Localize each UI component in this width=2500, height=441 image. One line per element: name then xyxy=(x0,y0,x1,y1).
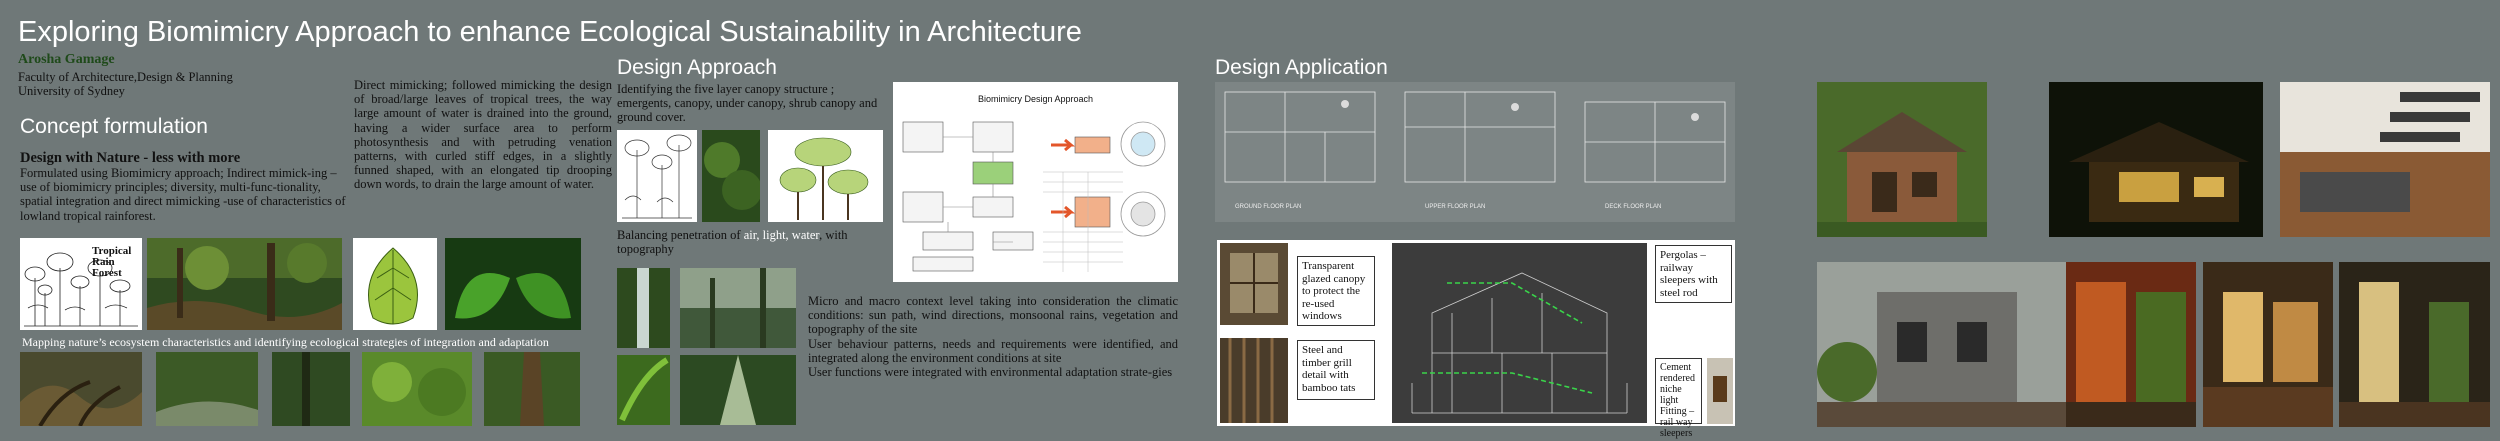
concept-heading: Concept formulation xyxy=(20,115,208,138)
affiliation-university: University of Sydney xyxy=(18,84,125,98)
note-canopy: Transparent glazed canopy to protect the… xyxy=(1297,256,1375,326)
niche-photo xyxy=(1707,358,1733,424)
biomimicry-approach-diagram: Biomimicry Design Approach xyxy=(893,82,1178,282)
approach-body: Identifying the five layer canopy struct… xyxy=(617,82,878,125)
canopy-photo xyxy=(362,352,472,426)
misty-forest-photo xyxy=(680,268,796,348)
plan-label-deck: DECK FLOOR PLAN xyxy=(1605,204,1662,210)
affiliation-faculty: Faculty of Architecture,Design & Plannin… xyxy=(18,70,233,84)
courtyard-photo xyxy=(2066,262,2196,427)
house-night-photo xyxy=(2049,82,2263,237)
section-detail-panel: Transparent glazed canopy to protect the… xyxy=(1217,240,1735,439)
section-drawing xyxy=(1392,243,1647,423)
micro-macro-text: Micro and macro context level taking int… xyxy=(808,294,1178,337)
trunk-photo xyxy=(484,352,580,426)
concept-body: Formulated using Biomimicry approach; In… xyxy=(20,166,346,223)
interior-stairs-photo xyxy=(2280,82,2490,237)
leaf-photo xyxy=(445,238,581,330)
balancing-highlight: air, light, water xyxy=(743,228,820,242)
poster-title: Exploring Biomimicry Approach to enhance… xyxy=(18,16,1082,48)
user-functions-text: User functions were integrated with envi… xyxy=(808,365,1173,380)
grill-photo xyxy=(1220,338,1288,423)
approach-notes: Micro and macro context level taking int… xyxy=(808,294,1178,379)
plan-label-upper: UPPER FLOOR PLAN xyxy=(1425,204,1486,210)
roots-photo xyxy=(20,352,142,426)
living-room-photo xyxy=(2203,262,2333,427)
tree-layers-sketch xyxy=(768,130,883,222)
diagram-title: Biomimicry Design Approach xyxy=(977,94,1094,104)
canopy-sketch xyxy=(617,130,697,222)
forest-floor-photo xyxy=(272,352,350,426)
rainforest-diagram: Tropical Rain Forest xyxy=(20,238,142,330)
balancing-suffix: with topography xyxy=(617,228,848,257)
direct-mimicking-text: Direct mimicking; followed mimicking the… xyxy=(354,78,612,192)
approach-heading: Design Approach xyxy=(617,56,777,79)
plan-label-ground: GROUND FLOOR PLAN xyxy=(1235,204,1302,210)
affiliation: Faculty of Architecture,Design & Plannin… xyxy=(18,70,338,98)
floor-plans: GROUND FLOOR PLAN UPPER FLOOR PLAN DECK … xyxy=(1215,82,1735,222)
note-grill: Steel and timber grill detail with bambo… xyxy=(1297,340,1375,400)
note-niche: Cement rendered niche light Fitting –rai… xyxy=(1655,358,1702,439)
fern-photo xyxy=(617,355,670,425)
window-photo xyxy=(1220,243,1288,325)
concept-caption: Mapping nature’s ecosystem characteristi… xyxy=(22,335,549,349)
forest-light-photo xyxy=(680,355,796,425)
rainforest-photo xyxy=(147,238,342,330)
application-heading: Design Application xyxy=(1215,56,1388,79)
jungle-photo xyxy=(702,130,760,222)
user-behaviour-text: User behaviour patterns, needs and requi… xyxy=(808,336,1178,365)
waterfall-photo xyxy=(617,268,670,348)
house-exterior-concrete-photo xyxy=(1817,262,2067,427)
leaf-sketch xyxy=(353,238,437,330)
diagram-label-tropical: Tropical xyxy=(92,245,132,257)
diagram-label-rainforest: Rain Forest xyxy=(92,256,122,279)
author-name: Arosha Gamage xyxy=(18,52,115,67)
stream-photo xyxy=(156,352,258,426)
interior-courtyard-photo xyxy=(2339,262,2490,427)
concept-subheading: Design with Nature - less with more xyxy=(20,150,241,166)
house-exterior-day-photo xyxy=(1817,82,1987,237)
balancing-text: Balancing penetration of air, light, wat… xyxy=(617,228,848,257)
balancing-prefix: Balancing penetration of xyxy=(617,228,744,242)
note-pergolas: Pergolas – railway sleepers with steel r… xyxy=(1655,245,1732,303)
